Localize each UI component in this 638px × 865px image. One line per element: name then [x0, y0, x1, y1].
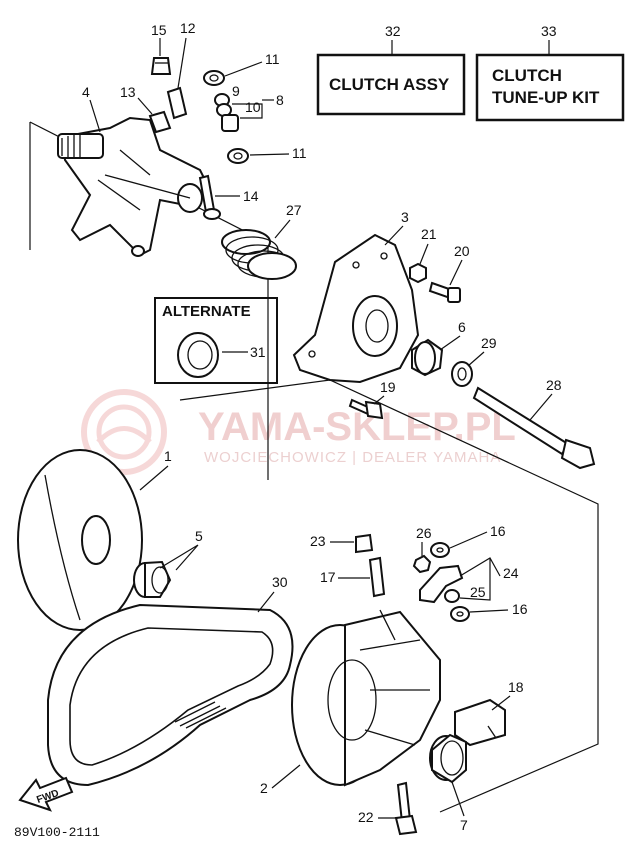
- part-label-10: 10: [245, 99, 261, 115]
- fwd-arrow-icon: FWD: [18, 776, 74, 812]
- part-label-23: 23: [310, 533, 326, 549]
- bushing-part-10[interactable]: [221, 114, 239, 132]
- bushing-part-7[interactable]: [429, 733, 467, 784]
- part-label-5: 5: [195, 528, 203, 544]
- washer-part-11-bottom[interactable]: [227, 148, 249, 164]
- part-label-22: 22: [358, 809, 374, 825]
- bushing-part-18[interactable]: [454, 698, 506, 747]
- diagram-code: 89V100-2111: [14, 825, 100, 840]
- bolt-part-22[interactable]: [394, 781, 418, 836]
- watermark-line2: WOJCIECHOWICZ | DEALER YAMAHA: [204, 449, 501, 466]
- secondary-sheave-part-2[interactable]: [291, 609, 441, 787]
- long-bolt-part-28[interactable]: [472, 386, 596, 470]
- part-label-21: 21: [421, 226, 437, 242]
- washer-part-16-bottom[interactable]: [450, 606, 470, 622]
- part-label-18: 18: [508, 679, 524, 695]
- cover-part-3[interactable]: [292, 233, 420, 384]
- part-label-14: 14: [243, 188, 259, 204]
- part-label-9: 9: [232, 83, 240, 99]
- nut-part-21[interactable]: [409, 262, 427, 284]
- part-label-16b: 16: [512, 601, 528, 617]
- watermark: YAMA-SKLEP.PL WOJCIECHOWICZ | DEALER YAM…: [81, 389, 516, 475]
- part-label-16a: 16: [490, 523, 506, 539]
- part-label-12: 12: [180, 20, 196, 36]
- bolt-part-20[interactable]: [428, 281, 461, 303]
- weight-part-13[interactable]: [148, 110, 172, 134]
- part-label-25: 25: [470, 584, 486, 600]
- part-label-3: 3: [401, 209, 409, 225]
- washer-part-16-top[interactable]: [430, 542, 450, 558]
- part-label-17: 17: [320, 569, 336, 585]
- nut-part-26[interactable]: [412, 554, 432, 574]
- washer-part-29[interactable]: [451, 361, 473, 387]
- part-number: 32: [385, 23, 401, 39]
- cap-part-15[interactable]: [150, 57, 172, 75]
- part-label-13: 13: [120, 84, 136, 100]
- part-label-28: 28: [546, 377, 562, 393]
- part-label-24: 24: [503, 565, 519, 581]
- bushing-part-5[interactable]: [133, 560, 172, 598]
- part-number: 31: [250, 344, 266, 360]
- part-label-19: 19: [380, 379, 396, 395]
- pin-part-17[interactable]: [368, 556, 386, 598]
- part-label-11a: 11: [265, 51, 280, 67]
- kit-label-line1: CLUTCH: [492, 66, 562, 85]
- part-label-6: 6: [458, 319, 466, 335]
- part-label-11b: 11: [292, 145, 307, 161]
- part-label-1: 1: [164, 448, 172, 464]
- sheave-part-1[interactable]: [17, 449, 143, 631]
- part-number: 33: [541, 23, 557, 39]
- part-label-4: 4: [82, 84, 90, 100]
- part-label-20: 20: [454, 243, 470, 259]
- spider-hub-part-4[interactable]: [57, 116, 212, 257]
- part-label-27: 27: [286, 202, 302, 218]
- bolt-part-14[interactable]: [198, 174, 221, 220]
- roller-part-25[interactable]: [444, 589, 460, 603]
- arm-part-24[interactable]: [419, 564, 464, 604]
- alternate-box[interactable]: ALTERNATE 31: [154, 297, 278, 384]
- watermark-logo-icon: [81, 389, 167, 475]
- part-label-2: 2: [260, 780, 268, 796]
- part-label-29: 29: [481, 335, 497, 351]
- pin-part-12[interactable]: [166, 86, 188, 120]
- part-label-15: 15: [151, 22, 167, 38]
- part-label-8: 8: [276, 92, 284, 108]
- kit-label: CLUTCH ASSY: [329, 75, 450, 94]
- part-label-30: 30: [272, 574, 288, 590]
- kit-box-clutch-tune-up-kit[interactable]: CLUTCH TUNE-UP KIT 33: [475, 23, 625, 122]
- kit-box-clutch-assy[interactable]: CLUTCH ASSY 32: [316, 23, 466, 116]
- bushing-part-6[interactable]: [411, 338, 444, 377]
- spring-part-27[interactable]: [221, 229, 297, 280]
- alternate-washer-icon: [177, 332, 219, 378]
- washer-part-11-top[interactable]: [203, 70, 225, 86]
- part-label-7: 7: [460, 817, 468, 833]
- alternate-title: ALTERNATE: [162, 303, 251, 320]
- belt-part-30[interactable]: [47, 603, 294, 787]
- roller-part-9[interactable]: [214, 93, 232, 117]
- watermark-line1: YAMA-SKLEP.PL: [198, 405, 516, 449]
- cap-part-23[interactable]: [355, 533, 374, 554]
- kit-label-line2: TUNE-UP KIT: [492, 88, 600, 107]
- part-label-26: 26: [416, 525, 432, 541]
